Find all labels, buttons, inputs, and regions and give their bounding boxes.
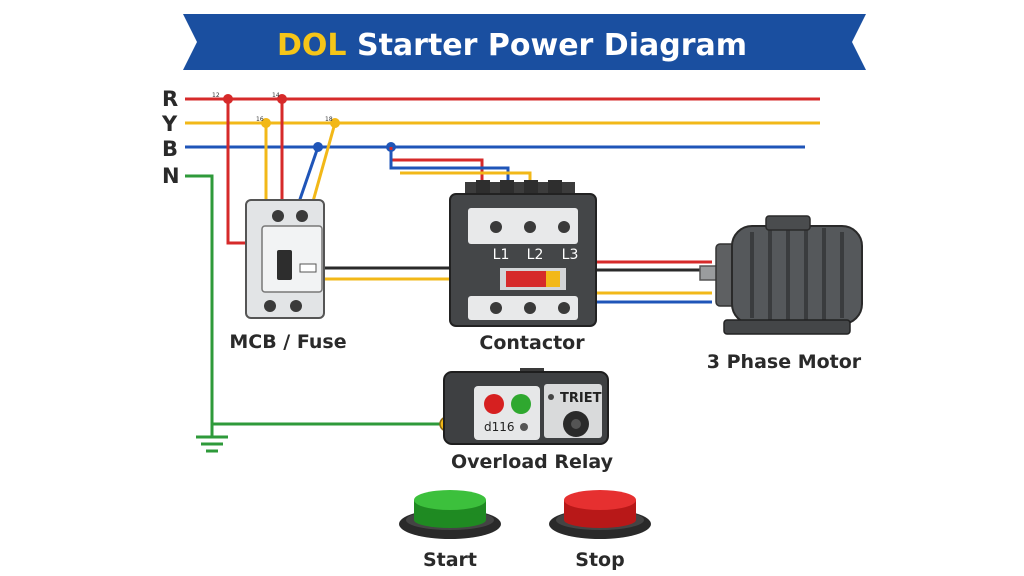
contactor-screw-6: [558, 302, 570, 314]
relay-red-button[interactable]: [484, 394, 504, 414]
drop-r-mcb: [226, 99, 250, 245]
title-rest: Starter Power Diagram: [347, 28, 747, 63]
mcb-toggle-switch[interactable]: [277, 250, 292, 280]
mcb-bottom-screw-1: [264, 300, 276, 312]
junction-r2: [277, 94, 287, 104]
contactor-unit: L1 L2 L3: [449, 180, 597, 327]
mcb-top-screw-2: [296, 210, 308, 222]
terminal-mark-y1: 16: [256, 116, 264, 123]
motor-label: 3 Phase Motor: [707, 351, 862, 373]
mcb-unit: [245, 199, 325, 319]
stop-button[interactable]: [549, 490, 651, 539]
terminal-mark-y2: 18: [325, 116, 333, 123]
phase-label-y: Y: [161, 112, 178, 136]
ground-symbol: [196, 424, 228, 453]
overload-relay-unit: d116 TRIET: [439, 368, 609, 445]
motor-unit: [699, 215, 863, 335]
contactor-terminal-l3: L3: [562, 247, 579, 263]
drop-y2-mcb: [310, 122, 337, 206]
page-title: DOL Starter Power Diagram: [277, 28, 747, 63]
contactor-terminal-l1: L1: [493, 247, 510, 263]
contactor-screw-3: [558, 221, 570, 233]
mcb-bottom-screw-2: [290, 300, 302, 312]
phase-label-b: B: [162, 137, 178, 161]
contactor-label: Contactor: [479, 332, 585, 354]
title-prefix: DOL: [277, 28, 347, 63]
junction-r1: [223, 94, 233, 104]
stop-button-label: Stop: [575, 549, 624, 571]
contactor-screw-5: [524, 302, 536, 314]
mcb-label: MCB / Fuse: [229, 331, 346, 353]
start-button-label: Start: [423, 549, 477, 571]
junction-b1: [313, 142, 323, 152]
terminal-mark-r2: 14: [272, 92, 280, 99]
contactor-terminal-l2: L2: [527, 247, 544, 263]
phase-label-n: N: [162, 164, 180, 188]
relay-green-button[interactable]: [511, 394, 531, 414]
junction-y2: [330, 118, 340, 128]
start-button[interactable]: [399, 490, 501, 539]
phase-label-r: R: [162, 87, 178, 111]
junction-y1: [261, 118, 271, 128]
overload-relay-label: Overload Relay: [451, 451, 614, 473]
mcb-top-screw-1: [272, 210, 284, 222]
contactor-screw-1: [490, 221, 502, 233]
contactor-screw-2: [524, 221, 536, 233]
contactor-indicator: [506, 271, 546, 287]
neutral-wire: [185, 174, 445, 426]
terminal-mark-r1: 12: [212, 92, 220, 99]
drop-b-contactor: [389, 150, 510, 188]
drop-b-mcb: [296, 146, 320, 206]
title-banner: DOL Starter Power Diagram: [183, 14, 866, 70]
contactor-screw-4: [490, 302, 502, 314]
relay-brand-text: TRIET: [560, 391, 602, 406]
relay-model-text: d116: [484, 420, 515, 434]
